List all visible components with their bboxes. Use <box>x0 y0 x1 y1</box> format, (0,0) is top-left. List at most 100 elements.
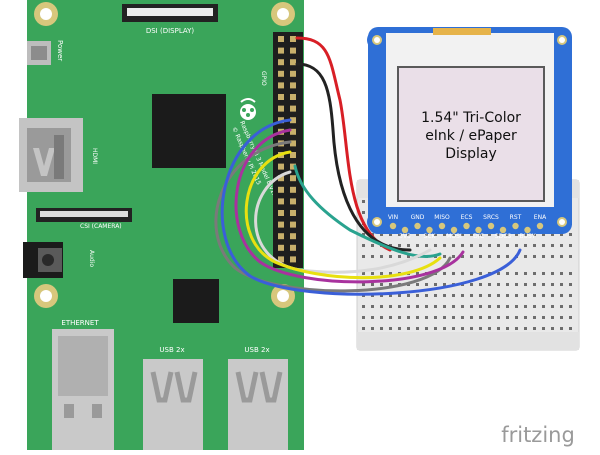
wire-gnd <box>295 62 412 252</box>
breadboard-hole <box>389 294 392 297</box>
usb-label-1: USB 2x <box>159 346 184 354</box>
breadboard-hole <box>470 327 473 330</box>
breadboard-hole <box>461 272 464 275</box>
pin-hole <box>401 226 409 234</box>
breadboard-hole <box>569 316 572 319</box>
breadboard-hole <box>560 272 563 275</box>
gpio-pin <box>290 94 296 100</box>
gpio-pin <box>278 175 284 182</box>
breadboard-hole <box>380 272 383 275</box>
breadboard-hole <box>551 294 554 297</box>
breadboard-hole <box>443 316 446 319</box>
breadboard-hole <box>425 294 428 297</box>
gpio-pin <box>278 105 284 112</box>
breadboard-hole <box>434 327 437 330</box>
breadboard-hole <box>443 233 446 236</box>
breadboard-hole <box>434 233 437 236</box>
gpio-pin <box>278 163 284 170</box>
breadboard-hole <box>497 255 500 258</box>
breadboard-hole <box>380 294 383 297</box>
breadboard-hole <box>389 244 392 247</box>
breadboard-hole <box>443 255 446 258</box>
breadboard-hole <box>506 305 509 308</box>
display-screen <box>397 66 545 202</box>
breadboard-hole <box>362 327 365 330</box>
epaper-display: 1.54" Tri-Color eInk / ePaper Display VI… <box>367 27 572 240</box>
breadboard-hole <box>560 283 563 286</box>
raspberry-pi-board: DSI (DISPLAY) Power GPIO Raspberry Pi 3 … <box>19 0 304 450</box>
breadboard-hole <box>515 294 518 297</box>
breadboard-hole <box>551 233 554 236</box>
breadboard-hole <box>461 316 464 319</box>
pin-label-bottom: 3V3 <box>399 233 411 240</box>
breadboard-hole <box>389 305 392 308</box>
breadboard-hole <box>416 233 419 236</box>
pin-label-top: ENA <box>534 214 547 221</box>
display-title-line-3: Display <box>445 146 497 162</box>
breadboard-hole <box>569 327 572 330</box>
breadboard-hole <box>470 244 473 247</box>
display-title-line-1: 1.54" Tri-Color <box>421 110 521 126</box>
cpu-chip <box>152 94 226 168</box>
csi-label: CSI (CAMERA) <box>80 223 122 230</box>
gpio-pin <box>278 59 284 66</box>
breadboard-hole <box>398 233 401 236</box>
breadboard-hole <box>479 294 482 297</box>
breadboard-hole <box>416 272 419 275</box>
breadboard-hole <box>470 233 473 236</box>
gpio-pin <box>290 70 296 77</box>
breadboard-hole <box>443 294 446 297</box>
breadboard-hole <box>515 272 518 275</box>
breadboard-hole <box>533 233 536 236</box>
breadboard-hole <box>569 272 572 275</box>
gpio-header <box>273 32 303 268</box>
breadboard-hole <box>407 244 410 247</box>
wire-dc <box>244 150 442 280</box>
usb-label-2: USB 2x <box>244 346 269 354</box>
breadboard-hole <box>560 305 563 308</box>
breadboard-hole <box>497 316 500 319</box>
breadboard-hole <box>497 305 500 308</box>
breadboard-hole <box>452 255 455 258</box>
gpio-pin <box>290 244 296 251</box>
breadboard-hole <box>560 327 563 330</box>
breadboard-hole <box>515 316 518 319</box>
gpio-pin <box>290 198 296 205</box>
display-title-line-2: eInk / ePaper <box>425 128 517 144</box>
breadboard-hole <box>524 294 527 297</box>
pin-hole <box>426 226 433 234</box>
breadboard-hole <box>524 305 527 308</box>
pin-label-bottom: D/C <box>473 233 484 240</box>
gpio-pin <box>290 128 296 135</box>
pin-hole <box>487 222 495 230</box>
breadboard-hole <box>443 327 446 330</box>
breadboard-hole <box>470 283 473 286</box>
breadboard-hole <box>362 244 365 247</box>
pin-label-bottom: SCK <box>424 233 437 240</box>
pin-hole <box>463 222 470 230</box>
pin-hole <box>414 222 421 230</box>
breadboard-hole <box>443 305 446 308</box>
breadboard-hole <box>362 283 365 286</box>
breadboard-hole <box>425 283 428 286</box>
breadboard-hole <box>389 283 392 286</box>
usb-lan-chip <box>173 279 219 323</box>
breadboard-hole <box>479 272 482 275</box>
breadboard-hole <box>488 255 491 258</box>
breadboard-hole <box>407 316 410 319</box>
mounting-holes <box>34 2 295 308</box>
breadboard-hole <box>443 283 446 286</box>
breadboard-hole <box>398 255 401 258</box>
gpio-pin <box>278 47 284 54</box>
breadboard-hole <box>569 283 572 286</box>
breadboard-hole <box>497 294 500 297</box>
breadboard-hole <box>380 255 383 258</box>
breadboard-hole <box>461 294 464 297</box>
pin-label-top: MISO <box>434 214 450 221</box>
breadboard-hole <box>488 294 491 297</box>
breadboard-hole <box>479 327 482 330</box>
breadboard-hole <box>389 233 392 236</box>
breadboard-hole <box>452 233 455 236</box>
breadboard-hole <box>542 283 545 286</box>
gpio-pin <box>290 256 296 263</box>
